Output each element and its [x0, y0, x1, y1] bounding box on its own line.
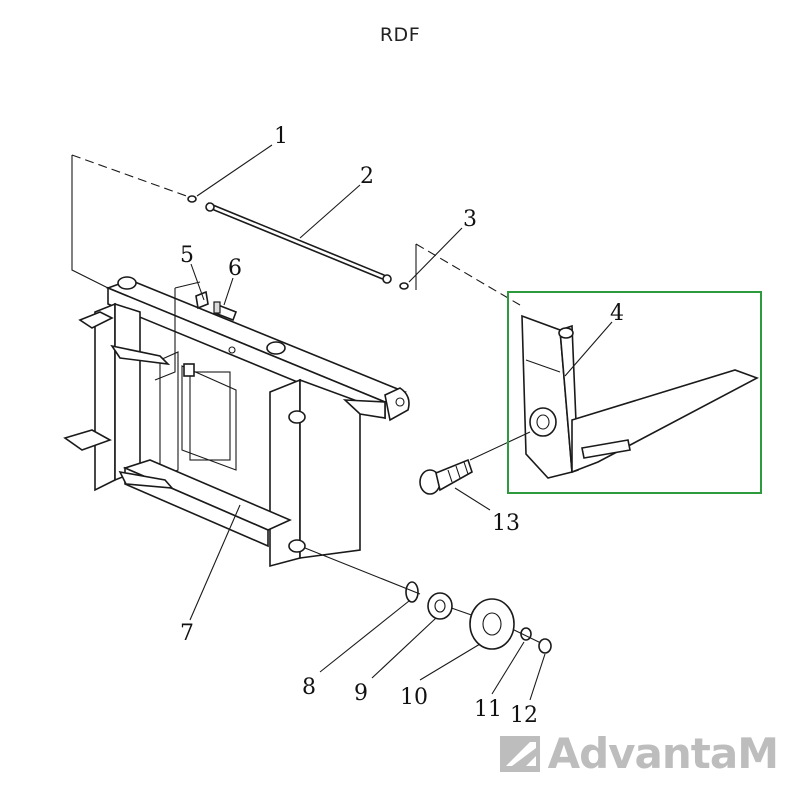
- callout-3: 3: [463, 207, 477, 232]
- watermark-text: AdvantaM: [547, 729, 779, 778]
- leader-lines: [189, 144, 613, 701]
- advantam-logo-icon: [499, 735, 540, 772]
- callout-13: 13: [492, 511, 520, 536]
- callout-4: 4: [610, 301, 624, 326]
- frame-assembly: [63, 276, 410, 568]
- callout-labels: 1 2 3 4 5 6 7 8 9 10 11 12 13: [180, 124, 624, 728]
- callout-11: 11: [474, 697, 502, 722]
- shaft-assembly: [71, 154, 521, 322]
- callout-8: 8: [302, 675, 316, 700]
- callout-9: 9: [354, 681, 368, 706]
- fork-tine: [521, 314, 759, 479]
- watermark: AdvantaM: [499, 729, 779, 778]
- callout-7: 7: [180, 621, 194, 646]
- bolt-13: [419, 431, 531, 495]
- callout-12: 12: [510, 703, 538, 728]
- callout-2: 2: [360, 164, 374, 189]
- callout-10: 10: [400, 685, 428, 710]
- callout-5: 5: [180, 243, 194, 268]
- callout-6: 6: [228, 256, 242, 281]
- fork-highlight-box: [507, 291, 762, 494]
- wheel-axle-parts: [304, 547, 552, 654]
- page-title: RDF: [379, 24, 421, 46]
- callout-1: 1: [274, 124, 288, 149]
